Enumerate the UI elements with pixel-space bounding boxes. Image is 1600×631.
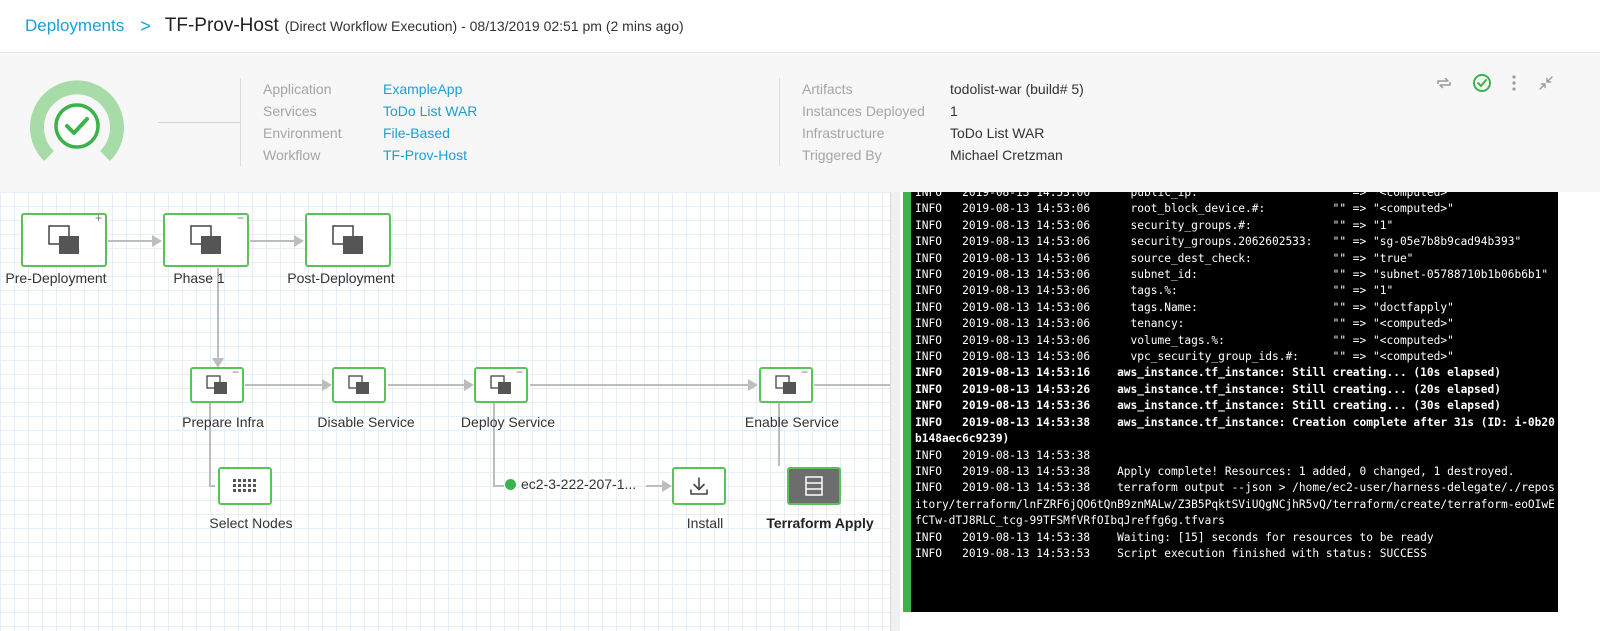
log-line: INFO 2019-08-13 14:53:38 Waiting: [15] s… — [915, 530, 1434, 544]
stack-icon — [190, 225, 221, 254]
collapse-icon[interactable] — [1535, 72, 1557, 94]
substep-node-terraform-apply[interactable] — [787, 467, 841, 505]
host-instance[interactable]: ec2-3-222-207-1... — [505, 476, 636, 492]
stack-icon — [348, 375, 369, 394]
summary-values-right: todolist-war (build# 5) 1 ToDo List WAR … — [950, 78, 1084, 166]
step-label: Deploy Service — [460, 414, 556, 430]
substep-label: Select Nodes — [209, 515, 293, 531]
check-circle-icon[interactable] — [1471, 72, 1493, 94]
deployment-summary: Application Services Environment Workflo… — [0, 54, 1600, 192]
stack-icon — [206, 375, 227, 394]
value-infrastructure: ToDo List WAR — [950, 125, 1045, 141]
log-line: INFO 2019-08-13 14:53:38 terraform outpu… — [915, 481, 1555, 528]
step-node-deploy-service[interactable]: − — [474, 365, 528, 403]
expand-icon[interactable]: + — [94, 211, 102, 225]
server-icon — [805, 476, 823, 496]
chevron-right-icon: > — [140, 15, 151, 36]
label-application: Application — [263, 81, 332, 97]
step-label: Prepare Infra — [182, 414, 264, 430]
phase-node-phase-1[interactable]: − — [163, 211, 249, 267]
step-label: Enable Service — [744, 414, 840, 430]
value-triggered-by: Michael Cretzman — [950, 147, 1063, 163]
status-dot-icon — [505, 478, 516, 490]
rerun-icon[interactable] — [1433, 72, 1455, 94]
host-name: ec2-3-222-207-1... — [521, 476, 637, 492]
execution-meta: (Direct Workflow Execution) - 08/13/2019… — [284, 18, 684, 34]
value-artifacts: todolist-war (build# 5) — [950, 81, 1084, 97]
collapse-node-icon[interactable]: − — [515, 365, 523, 379]
log-console[interactable]: INFO 2019-08-13 14:53:06 public_ip: "" =… — [903, 192, 1558, 612]
log-line: INFO 2019-08-13 14:53:06 tenancy: "" => … — [915, 317, 1454, 331]
summary-values-left: ExampleApp ToDo List WAR File-Based TF-P… — [383, 78, 477, 166]
label-instances-deployed: Instances Deployed — [802, 103, 925, 119]
log-line: INFO 2019-08-13 14:53:06 public_ip: "" =… — [915, 192, 1454, 199]
collapse-node-icon[interactable]: − — [800, 365, 808, 379]
link-application[interactable]: ExampleApp — [383, 81, 463, 97]
log-lines: INFO 2019-08-13 14:53:06 public_ip: "" =… — [915, 192, 1555, 562]
phase-node-post-deployment[interactable] — [305, 213, 391, 267]
log-line: INFO 2019-08-13 14:53:53 Script executio… — [915, 546, 1427, 560]
log-line: INFO 2019-08-13 14:53:38 Apply complete!… — [915, 464, 1515, 478]
step-node-enable-service[interactable]: − — [759, 365, 813, 403]
stack-icon — [332, 225, 363, 254]
label-infrastructure: Infrastructure — [802, 125, 885, 141]
log-line: INFO 2019-08-13 14:53:06 security_groups… — [915, 218, 1394, 232]
substep-node-select-nodes[interactable] — [218, 467, 272, 505]
stack-icon — [490, 375, 511, 394]
label-workflow: Workflow — [263, 147, 321, 163]
link-environment[interactable]: File-Based — [383, 125, 450, 141]
page-header: Deployments > TF-Prov-Host (Direct Workf… — [0, 0, 1600, 53]
download-icon — [690, 477, 708, 495]
step-node-prepare-infra[interactable]: − — [190, 365, 244, 403]
substep-label-selected: Terraform Apply — [766, 515, 874, 531]
label-environment: Environment — [263, 125, 342, 141]
divider — [240, 78, 241, 166]
log-line: INFO 2019-08-13 14:53:06 vpc_security_gr… — [915, 350, 1454, 364]
log-line: INFO 2019-08-13 14:53:06 volume_tags.%: … — [915, 333, 1454, 347]
link-workflow[interactable]: TF-Prov-Host — [383, 147, 467, 163]
log-line: INFO 2019-08-13 14:53:06 tags.Name: "" =… — [915, 300, 1454, 314]
log-line: INFO 2019-08-13 14:53:26 aws_instance.tf… — [915, 382, 1501, 396]
log-line: INFO 2019-08-13 14:53:36 aws_instance.tf… — [915, 399, 1501, 413]
value-instances-deployed: 1 — [950, 103, 958, 119]
link-services[interactable]: ToDo List WAR — [383, 103, 478, 119]
log-line: INFO 2019-08-13 14:53:38 — [915, 448, 1091, 462]
substep-label: Install — [686, 515, 724, 531]
log-line: INFO 2019-08-13 14:53:16 aws_instance.tf… — [915, 366, 1501, 380]
phase-label: Pre-Deployment — [5, 270, 107, 286]
label-services: Services — [263, 103, 317, 119]
summary-keys-left: Application Services Environment Workflo… — [263, 78, 342, 166]
phase-label: Post-Deployment — [287, 270, 395, 286]
log-line: INFO 2019-08-13 14:53:06 root_block_devi… — [915, 202, 1454, 216]
label-triggered-by: Triggered By — [802, 147, 882, 163]
collapse-node-icon[interactable]: − — [231, 365, 239, 379]
page-title: TF-Prov-Host — [164, 15, 279, 36]
log-line: INFO 2019-08-13 14:53:06 source_dest_che… — [915, 251, 1414, 265]
stack-icon — [775, 375, 796, 394]
log-line: INFO 2019-08-13 14:53:06 tags.%: "" => "… — [915, 284, 1394, 298]
log-line: INFO 2019-08-13 14:53:06 subnet_id: "" =… — [915, 268, 1549, 282]
breadcrumb-deployments[interactable]: Deployments — [25, 16, 125, 35]
log-line: INFO 2019-08-13 14:53:06 security_groups… — [915, 235, 1522, 249]
status-gauge-icon — [30, 80, 124, 161]
step-node-disable-service[interactable] — [332, 367, 386, 403]
page-margin — [1558, 192, 1600, 631]
label-artifacts: Artifacts — [802, 81, 853, 97]
phase-label: Phase 1 — [173, 270, 225, 286]
grid-icon — [233, 479, 256, 492]
step-label: Disable Service — [317, 414, 415, 430]
workflow-connectors — [108, 235, 890, 492]
phase-node-pre-deployment[interactable]: + — [21, 211, 107, 267]
collapse-node-icon[interactable]: − — [236, 211, 244, 225]
divider — [779, 78, 780, 166]
substep-node-install[interactable] — [672, 467, 726, 505]
log-line: INFO 2019-08-13 14:53:38 aws_instance.tf… — [915, 415, 1555, 446]
panel-splitter[interactable] — [890, 192, 900, 631]
summary-keys-right: Artifacts Instances Deployed Infrastruct… — [802, 78, 925, 166]
divider — [158, 122, 240, 123]
stack-icon — [48, 225, 79, 254]
workflow-graph: + Pre-Deployment − Phase 1 Post-Deployme… — [0, 192, 890, 631]
more-vertical-icon[interactable] — [1503, 72, 1525, 94]
